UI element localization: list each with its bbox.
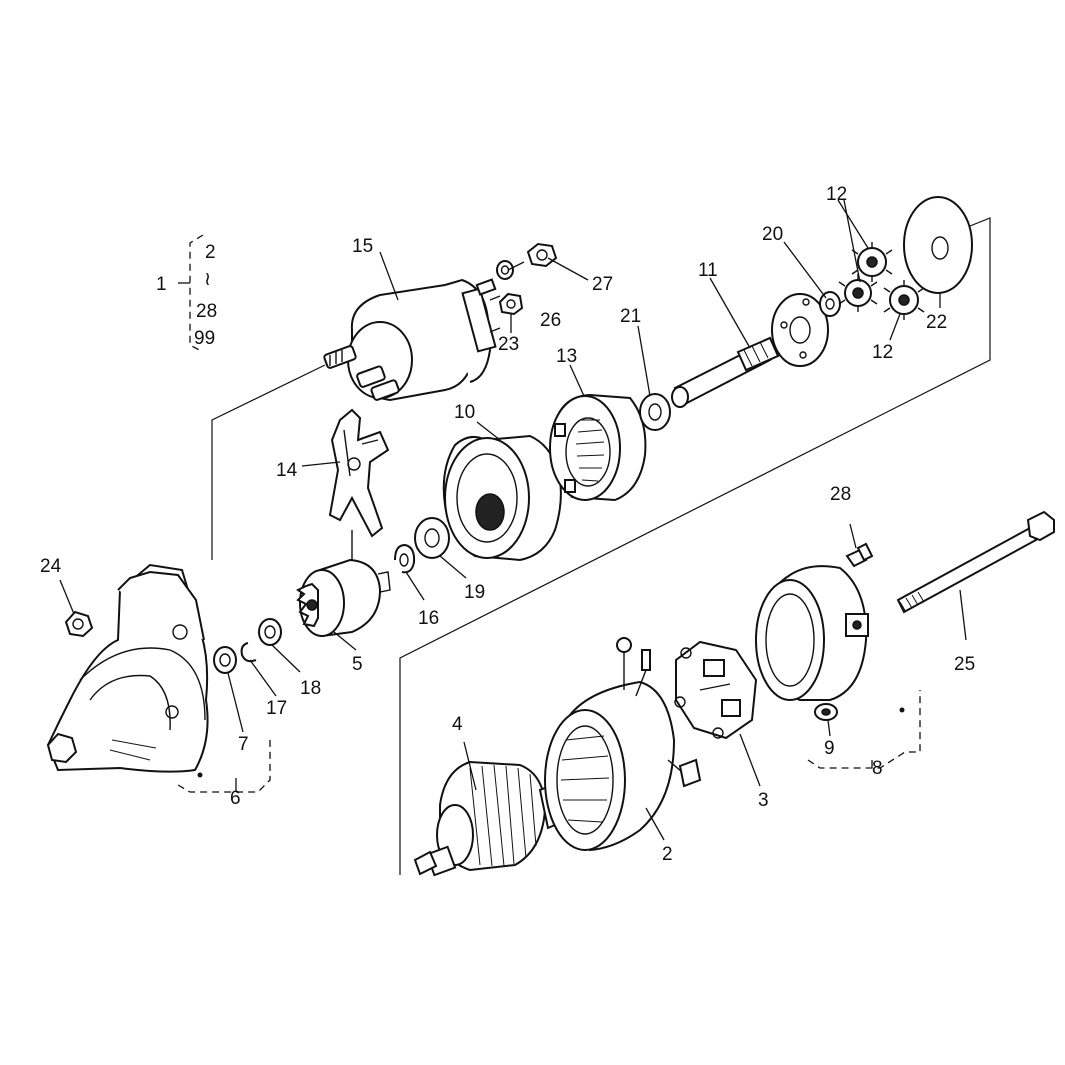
nut-24-part xyxy=(64,610,94,638)
shift-lever-part xyxy=(328,408,390,560)
plate-22-part xyxy=(903,196,973,294)
label-14: 14 xyxy=(276,460,298,481)
washer-21-part xyxy=(639,393,671,431)
housing-assembly-bracket xyxy=(177,735,271,793)
assembly-frame-lines xyxy=(211,217,991,875)
washer-26-part xyxy=(496,260,514,280)
kit-range-extra: 99 xyxy=(194,328,215,349)
label-11: 11 xyxy=(698,260,718,281)
kit-bracket xyxy=(178,234,204,353)
armature-part xyxy=(413,760,568,877)
planet-gear-lower-part xyxy=(883,280,925,320)
label-27: 27 xyxy=(592,274,613,295)
planet-gear-upper-part xyxy=(851,242,893,282)
label-3: 3 xyxy=(758,790,769,811)
label-12-bottom: 12 xyxy=(872,342,893,363)
planet-gear-middle-part xyxy=(838,274,878,312)
drive-end-housing-part xyxy=(46,563,209,778)
label-17: 17 xyxy=(266,698,287,719)
label-23: 23 xyxy=(498,334,519,355)
kit-range-start: 2 xyxy=(205,242,216,263)
label-26: 26 xyxy=(540,310,561,331)
label-19: 19 xyxy=(464,582,485,603)
drive-housing-cup-part xyxy=(442,434,562,562)
label-2: 2 xyxy=(662,844,673,865)
label-13: 13 xyxy=(556,346,577,367)
label-25: 25 xyxy=(954,654,975,675)
leader-lines xyxy=(59,199,967,841)
through-bolt-part xyxy=(896,510,1055,614)
callout-labels: 1 2 ≀ 28 99 15 26 27 23 14 10 13 21 11 2… xyxy=(40,184,975,865)
label-10: 10 xyxy=(454,402,475,423)
label-7: 7 xyxy=(238,734,249,755)
label-5: 5 xyxy=(352,654,363,675)
solenoid-switch-part xyxy=(323,278,501,402)
internal-gear-ring-part xyxy=(549,393,647,502)
nut-23-part xyxy=(498,292,524,316)
label-9: 9 xyxy=(824,738,835,759)
brush-holder-part xyxy=(674,640,758,740)
label-6: 6 xyxy=(230,788,241,809)
washer-19-part xyxy=(414,517,450,559)
label-15: 15 xyxy=(352,236,373,257)
label-28: 28 xyxy=(830,484,851,505)
screw-28-part xyxy=(845,542,874,568)
pinion-shaft-part xyxy=(671,293,829,408)
kit-range-end: 28 xyxy=(196,301,217,322)
label-4: 4 xyxy=(452,714,463,735)
label-12-top: 12 xyxy=(826,184,847,205)
kit-range-mark: ≀ xyxy=(204,269,211,290)
collar-7-part xyxy=(213,646,237,674)
cover-assembly-bracket xyxy=(807,690,921,769)
label-24: 24 xyxy=(40,556,62,577)
grommet-9-part xyxy=(814,703,838,721)
label-21: 21 xyxy=(620,306,641,327)
snap-ring-16-part xyxy=(394,543,416,574)
label-8: 8 xyxy=(872,758,883,779)
label-18: 18 xyxy=(300,678,321,699)
stop-ring-17-part xyxy=(240,642,257,663)
washer-20-part xyxy=(819,291,841,317)
bearing-18-part xyxy=(258,618,282,646)
overrunning-clutch-part xyxy=(296,558,391,638)
nut-27-part xyxy=(526,242,558,268)
end-cover-part xyxy=(755,565,905,713)
label-22: 22 xyxy=(926,312,947,333)
label-16: 16 xyxy=(418,608,439,629)
yoke-field-coil-part xyxy=(544,637,702,852)
label-1: 1 xyxy=(156,274,167,295)
label-20: 20 xyxy=(762,224,783,245)
